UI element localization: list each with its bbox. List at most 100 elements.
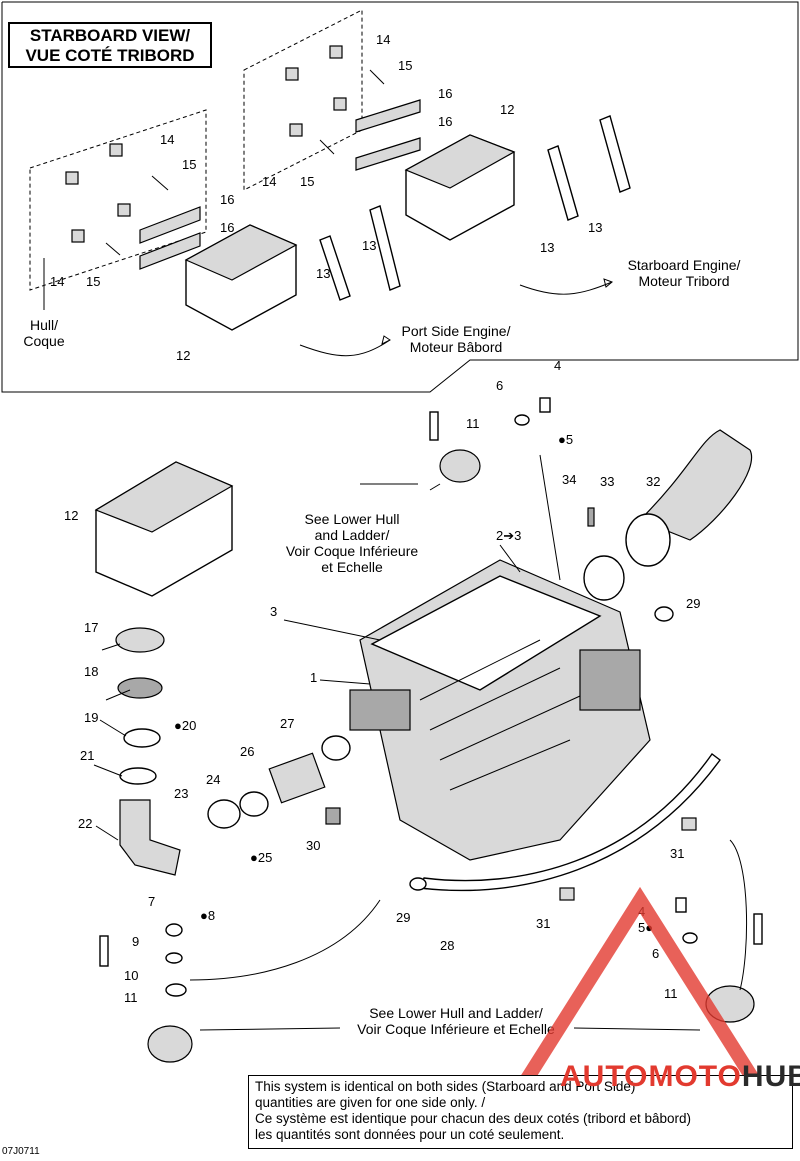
label-25: ●25 <box>250 850 272 865</box>
svg-text:Moteur Tribord: Moteur Tribord <box>638 273 729 289</box>
svg-text:Starboard Engine/: Starboard Engine/ <box>628 257 741 273</box>
bracket-parts <box>65 45 347 243</box>
label-28: 28 <box>440 938 454 953</box>
label-13: 13 <box>588 220 602 235</box>
vent-box-port <box>184 224 298 331</box>
clamp-29-lower <box>409 877 427 891</box>
label-2-3: 2➔3 <box>496 528 521 543</box>
intake-parts <box>115 627 181 876</box>
label-12: 12 <box>500 102 514 117</box>
figure-code: 07J0711 <box>2 1146 40 1157</box>
label-6: 6 <box>496 378 503 393</box>
hull-panel-left <box>29 109 207 291</box>
throttle-parts <box>207 735 351 829</box>
label-10: 10 <box>124 968 138 983</box>
label-14: 14 <box>160 132 174 147</box>
label-22: 22 <box>78 816 92 831</box>
label-17: 17 <box>84 620 98 635</box>
note-line-3: Ce système est identique pour chacun des… <box>255 1111 691 1126</box>
note-line-1: This system is identical on both sides (… <box>255 1079 636 1094</box>
svg-text:Port Side Engine/: Port Side Engine/ <box>402 323 511 339</box>
label-12: 12 <box>64 508 78 523</box>
note-line-2: quantities are given for one side only. … <box>255 1095 486 1110</box>
label-5: ●5 <box>558 432 573 447</box>
inset-frame <box>1 1 799 393</box>
vent-box-main <box>94 461 234 597</box>
diagram-title: STARBOARD VIEW/ VUE COTÉ TRIBORD <box>8 22 212 68</box>
port-engine-arrow <box>299 339 391 357</box>
title-line-2: VUE COTÉ TRIBORD <box>25 46 195 65</box>
note-line-4: les quantités sont données pour un coté … <box>255 1127 565 1142</box>
label-11: 11 <box>466 416 480 431</box>
callout-lower-hull-lower: See Lower Hull and Ladder/ Voir Coque In… <box>357 1005 555 1037</box>
svg-text:Voir Coque Inférieure et Echel: Voir Coque Inférieure et Echelle <box>357 1021 555 1037</box>
label-15: 15 <box>86 274 100 289</box>
svg-text:See Lower Hull and Ladder/: See Lower Hull and Ladder/ <box>369 1005 543 1021</box>
callout-starboard-engine: Starboard Engine/ Moteur Tribord <box>628 257 741 289</box>
label-8: ●8 <box>200 908 215 923</box>
callout-port-engine: Port Side Engine/ Moteur Bâbord <box>402 323 511 355</box>
starboard-engine-arrow <box>519 281 613 295</box>
label-16: 16 <box>438 86 452 101</box>
vent-box-starboard <box>404 134 516 241</box>
label-14: 14 <box>262 174 276 189</box>
svg-text:and Ladder/: and Ladder/ <box>315 527 390 543</box>
watermark-part1: AUTOMOTO <box>560 1060 742 1093</box>
svg-text:Moteur Bâbord: Moteur Bâbord <box>410 339 503 355</box>
watermark-part2: HUB <box>741 1060 800 1093</box>
svg-text:Coque: Coque <box>23 333 64 349</box>
label-4: 4 <box>554 358 561 373</box>
engine-block <box>349 559 651 861</box>
clamp-31-b <box>559 887 575 901</box>
label-13: 13 <box>362 238 376 253</box>
label-15: 15 <box>300 174 314 189</box>
svg-text:Voir Coque Inférieure: Voir Coque Inférieure <box>286 543 419 559</box>
label-29: 29 <box>686 596 700 611</box>
label-21: 21 <box>80 748 94 763</box>
label-16: 16 <box>220 192 234 207</box>
label-32: 32 <box>646 474 660 489</box>
part-labels: 14 15 16 16 12 14 15 16 16 14 15 13 13 1… <box>50 32 700 1005</box>
clamp-31-a <box>681 817 697 831</box>
label-31: 31 <box>670 846 684 861</box>
label-24: 24 <box>206 772 220 787</box>
label-12: 12 <box>176 348 190 363</box>
label-11: 11 <box>124 990 138 1005</box>
exhaust-parts <box>583 429 753 601</box>
engine-mount-top <box>429 411 481 483</box>
label-23: 23 <box>174 786 188 801</box>
label-20: ●20 <box>174 718 196 733</box>
label-33: 33 <box>600 474 614 489</box>
watermark-logo: AUTOMOTOHUB <box>560 1060 800 1094</box>
label-15: 15 <box>182 157 196 172</box>
strip-parts <box>139 99 421 270</box>
label-11: 11 <box>664 986 678 1001</box>
label-30: 30 <box>306 838 320 853</box>
label-13: 13 <box>316 266 330 281</box>
label-16: 16 <box>220 220 234 235</box>
callout-hull: Hull/ Coque <box>23 317 64 349</box>
label-31: 31 <box>536 916 550 931</box>
svg-text:Hull/: Hull/ <box>30 317 58 333</box>
svg-text:et Echelle: et Echelle <box>321 559 383 575</box>
callout-lower-hull-upper: See Lower Hull and Ladder/ Voir Coque In… <box>286 511 419 575</box>
label-13: 13 <box>540 240 554 255</box>
label-6: 6 <box>652 946 659 961</box>
label-27: 27 <box>280 716 294 731</box>
label-3: 3 <box>270 604 277 619</box>
note-box: This system is identical on both sides (… <box>248 1075 793 1149</box>
label-18: 18 <box>84 664 98 679</box>
hose-28 <box>419 753 721 892</box>
label-19: 19 <box>84 710 98 725</box>
title-line-1: STARBOARD VIEW/ <box>29 26 191 45</box>
engine-mount-left <box>99 935 193 1063</box>
label-26: 26 <box>240 744 254 759</box>
hardware-parts <box>165 397 698 997</box>
label-29: 29 <box>396 910 410 925</box>
label-7: 7 <box>148 894 155 909</box>
clamp-29-upper <box>654 606 674 622</box>
leader-lines <box>43 258 748 1031</box>
strap-parts <box>319 115 631 301</box>
label-16: 16 <box>438 114 452 129</box>
